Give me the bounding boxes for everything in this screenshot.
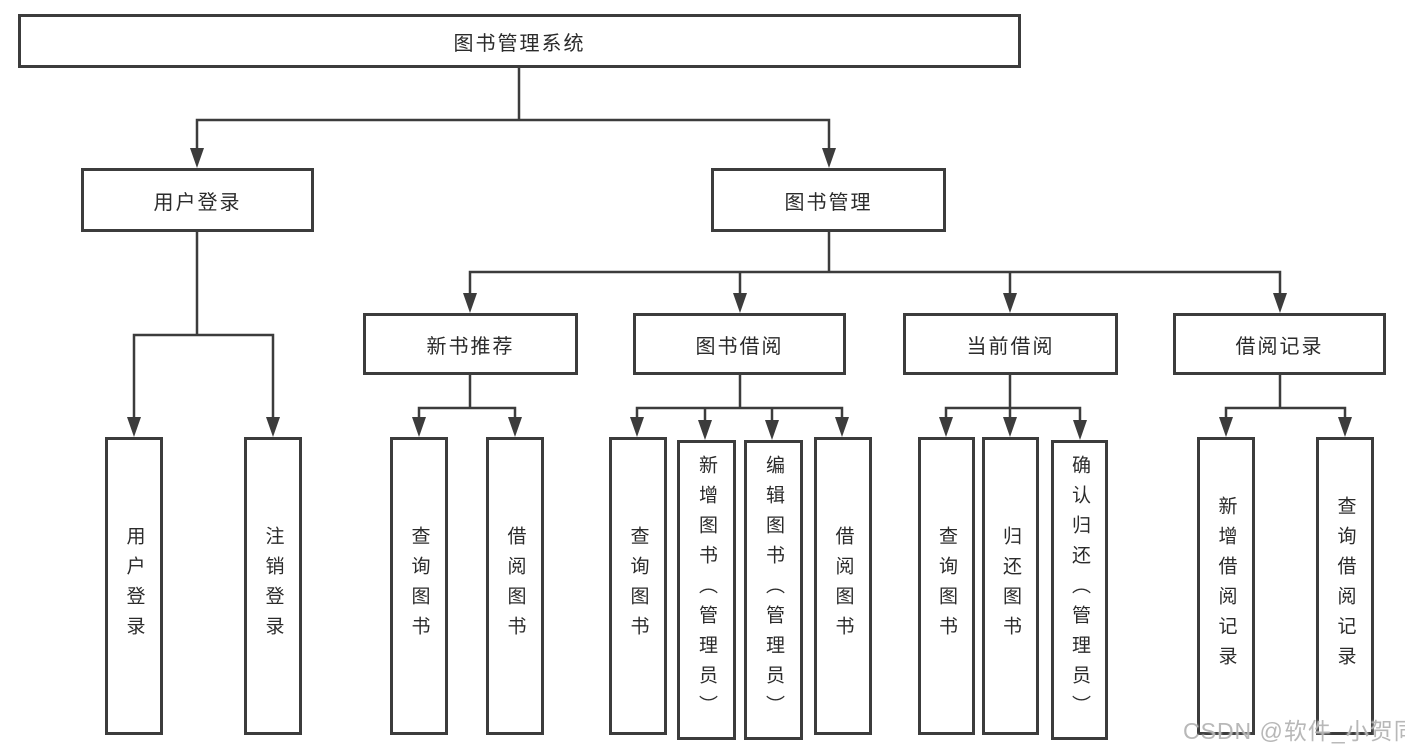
- leaf-user-login-label: 用户登录: [123, 526, 145, 646]
- leaf-current-confirm-admin-label: 确认归还（管理员）: [1069, 455, 1090, 725]
- node-book-borrow-label: 图书借阅: [695, 335, 784, 358]
- node-book-manage-label: 图书管理: [784, 191, 873, 214]
- leaf-current-confirm-admin: 确认归还（管理员）: [1051, 440, 1108, 740]
- leaf-newbook-query-label: 查询图书: [408, 526, 430, 646]
- leaf-borrow-edit-admin: 编辑图书（管理员）: [744, 440, 803, 740]
- node-root: 图书管理系统: [18, 14, 1021, 68]
- node-book-borrow: 图书借阅: [633, 313, 846, 375]
- leaf-newbook-query: 查询图书: [390, 437, 448, 735]
- leaf-borrow-add-admin-label: 新增图书（管理员）: [696, 455, 717, 725]
- node-new-book-recommend: 新书推荐: [363, 313, 578, 375]
- leaf-current-query: 查询图书: [918, 437, 975, 735]
- leaf-newbook-borrow-label: 借阅图书: [504, 526, 526, 646]
- leaf-records-add: 新增借阅记录: [1197, 437, 1255, 735]
- leaf-records-query-label: 查询借阅记录: [1334, 496, 1356, 676]
- node-root-label: 图书管理系统: [453, 32, 586, 55]
- leaf-records-query: 查询借阅记录: [1316, 437, 1374, 735]
- node-current-borrow-label: 当前借阅: [966, 335, 1055, 358]
- leaf-borrow-book-label: 借阅图书: [832, 526, 854, 646]
- leaf-logout: 注销登录: [244, 437, 302, 735]
- node-borrow-records: 借阅记录: [1173, 313, 1386, 375]
- leaf-current-return: 归还图书: [982, 437, 1039, 735]
- leaf-borrow-query-label: 查询图书: [627, 526, 649, 646]
- node-book-manage: 图书管理: [711, 168, 946, 232]
- leaf-current-query-label: 查询图书: [936, 526, 957, 646]
- leaf-borrow-add-admin: 新增图书（管理员）: [677, 440, 736, 740]
- leaf-logout-label: 注销登录: [262, 526, 284, 646]
- leaf-borrow-edit-admin-label: 编辑图书（管理员）: [763, 455, 784, 725]
- leaf-records-add-label: 新增借阅记录: [1215, 496, 1237, 676]
- leaf-borrow-query: 查询图书: [609, 437, 667, 735]
- node-new-book-recommend-label: 新书推荐: [426, 335, 515, 358]
- node-user-login: 用户登录: [81, 168, 314, 232]
- leaf-user-login: 用户登录: [105, 437, 163, 735]
- leaf-newbook-borrow: 借阅图书: [486, 437, 544, 735]
- node-user-login-label: 用户登录: [153, 191, 242, 214]
- node-current-borrow: 当前借阅: [903, 313, 1118, 375]
- node-borrow-records-label: 借阅记录: [1235, 335, 1324, 358]
- leaf-current-return-label: 归还图书: [1000, 526, 1021, 646]
- csdn-watermark: CSDN @软件_小贺同学: [1183, 718, 1405, 744]
- arrowheads: [127, 148, 1352, 440]
- leaf-borrow-book: 借阅图书: [814, 437, 872, 735]
